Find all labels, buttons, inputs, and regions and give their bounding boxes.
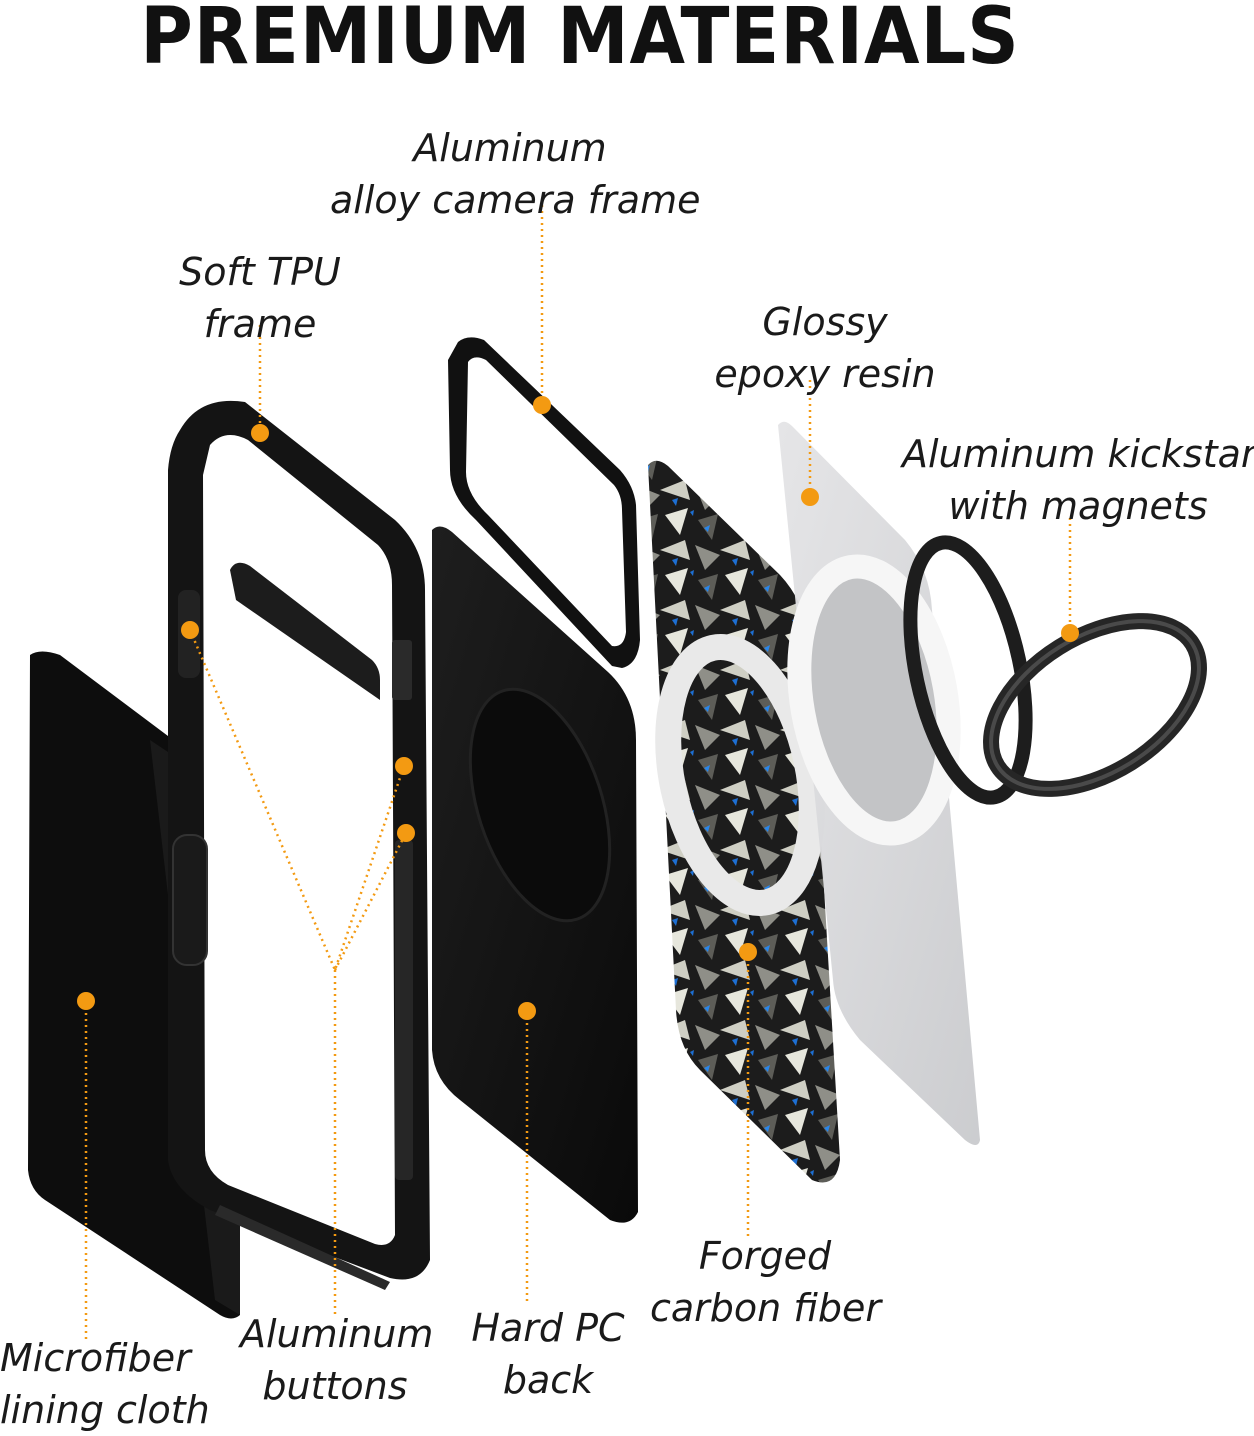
callout-line: alloy camera frame — [330, 178, 701, 222]
callout-microfiber-lining: Microfiber lining cloth — [0, 1332, 210, 1436]
callout-line: Aluminum — [240, 1312, 434, 1356]
callout-aluminum-kickstand: Aluminum kickstand with magnets — [902, 428, 1254, 532]
dot-tpu-frame — [251, 424, 269, 442]
callout-line: with magnets — [948, 484, 1208, 528]
dot-button-3 — [397, 824, 415, 842]
leader-lines — [84, 205, 1072, 1340]
callout-line: epoxy resin — [714, 352, 936, 396]
callout-line: Hard PC — [471, 1306, 625, 1350]
callout-line: lining cloth — [0, 1388, 210, 1432]
dot-microfiber — [77, 992, 95, 1010]
callout-line: Aluminum kickstand — [902, 432, 1254, 476]
kickstand-part — [903, 535, 1207, 805]
callout-line: buttons — [262, 1364, 408, 1408]
tpu-frame-part — [168, 400, 430, 1290]
callout-line: Soft TPU — [179, 250, 341, 294]
callout-hard-pc-back: Hard PC back — [458, 1302, 638, 1406]
callout-line: Forged — [698, 1234, 832, 1278]
dot-kickstand — [1061, 624, 1079, 642]
page-title: PREMIUM MATERIALS — [140, 0, 1020, 82]
callout-line: Microfiber — [0, 1336, 191, 1380]
callout-line: Aluminum — [413, 126, 607, 170]
callout-aluminum-buttons: Aluminum buttons — [240, 1308, 434, 1412]
callout-soft-tpu-frame: Soft TPU frame — [170, 246, 350, 350]
dot-button-1 — [181, 621, 199, 639]
callout-forged-carbon-fiber: Forged carbon fiber — [650, 1230, 882, 1334]
dot-epoxy — [801, 488, 819, 506]
dot-carbon — [739, 943, 757, 961]
callout-line: carbon fiber — [650, 1286, 882, 1330]
camera-frame-part — [448, 337, 640, 668]
dot-pc-back — [518, 1002, 536, 1020]
hard-pc-back-part — [432, 526, 638, 1223]
dot-camera-frame — [533, 396, 551, 414]
dot-button-2 — [395, 757, 413, 775]
callout-aluminum-camera-frame: Aluminum alloy camera frame — [330, 122, 701, 226]
callout-line: Glossy — [762, 300, 888, 344]
leader-buttons — [188, 629, 408, 1318]
callout-line: back — [502, 1358, 594, 1402]
callout-dots — [77, 396, 1079, 1020]
callout-glossy-epoxy-resin: Glossy epoxy resin — [710, 296, 940, 400]
callout-line: frame — [203, 302, 317, 346]
